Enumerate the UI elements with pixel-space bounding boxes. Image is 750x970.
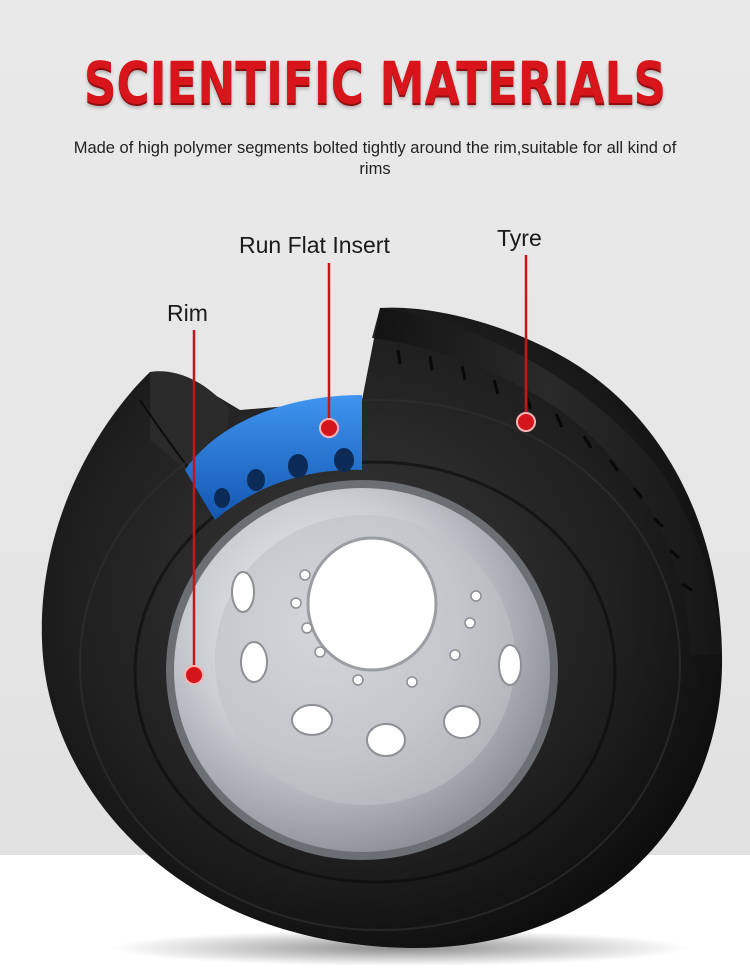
tyre-label: Tyre xyxy=(497,225,542,251)
callout-lines xyxy=(192,255,528,675)
rim xyxy=(166,480,558,860)
insert-callout-dot xyxy=(319,418,339,438)
run-flat-insert xyxy=(185,395,362,520)
page-subtitle: Made of high polymer segments bolted tig… xyxy=(73,139,677,178)
tyre-tread xyxy=(372,308,722,655)
run-flat-insert-label: Run Flat Insert xyxy=(239,232,390,258)
tyre-callout-dot xyxy=(516,412,536,432)
page-title: SCIENTIFIC MATERIALS xyxy=(83,49,667,117)
rim-callout-dot xyxy=(184,665,204,685)
ground-shadow xyxy=(110,930,690,966)
callout-dots xyxy=(184,412,536,685)
rim-label: Rim xyxy=(167,300,208,326)
tread-grooves xyxy=(396,349,693,592)
